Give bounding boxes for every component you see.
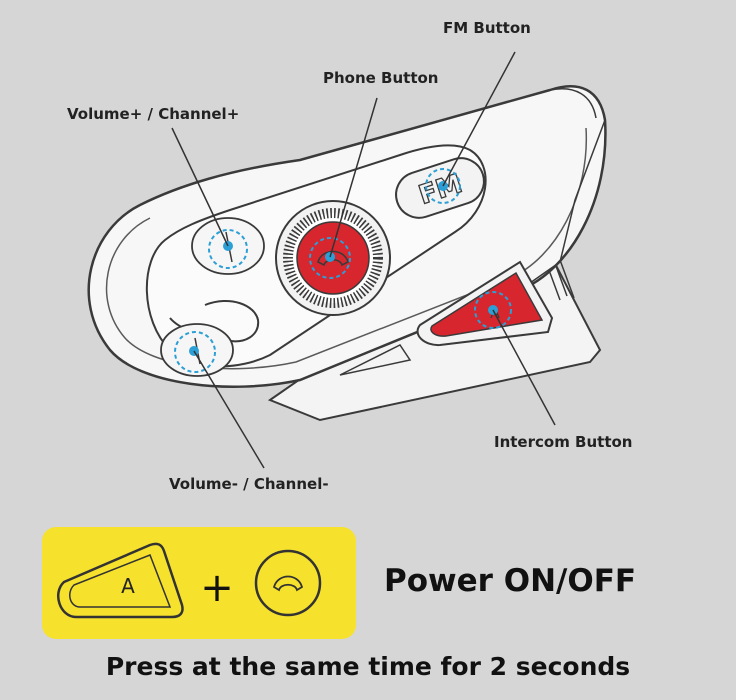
intercom-button[interactable] bbox=[430, 271, 544, 337]
intercom-marker-ring bbox=[474, 291, 512, 329]
phone-leader-line bbox=[329, 97, 378, 258]
device-top-bevel bbox=[299, 88, 597, 161]
fm-button-label: FM Button bbox=[443, 19, 531, 37]
power-title: Power ON/OFF bbox=[384, 563, 637, 599]
volume-down-leader-line bbox=[193, 350, 265, 469]
button-combo-box: A + bbox=[42, 527, 356, 639]
fm-marker-ring bbox=[425, 168, 461, 204]
device-side-facet bbox=[519, 119, 606, 291]
volume-up-marker-ring bbox=[208, 229, 248, 269]
fm-leader-line bbox=[442, 51, 516, 187]
plus-sign: + bbox=[200, 565, 234, 611]
phone-handset-icon bbox=[317, 250, 349, 267]
intercom-button-label: Intercom Button bbox=[494, 433, 633, 451]
volume-up-label: Volume+ / Channel+ bbox=[67, 105, 240, 123]
volume-down-marker-ring bbox=[174, 331, 216, 373]
button-combo-graphic: A + bbox=[57, 542, 322, 619]
intercom-key-inner bbox=[69, 554, 172, 608]
intercom-leader-line bbox=[492, 309, 556, 426]
phone-button-label: Phone Button bbox=[323, 69, 439, 87]
phone-handset-icon bbox=[272, 575, 304, 592]
volume-down-label: Volume- / Channel- bbox=[169, 475, 329, 493]
plate-triangle bbox=[339, 344, 412, 376]
phone-key-icon bbox=[254, 549, 322, 617]
intercom-key-label: A bbox=[121, 574, 135, 598]
volume-up-leader-line bbox=[171, 127, 229, 247]
instruction-text: Press at the same time for 2 seconds bbox=[105, 652, 631, 681]
phone-marker-ring bbox=[309, 237, 351, 279]
intercom-key-icon bbox=[57, 542, 184, 619]
